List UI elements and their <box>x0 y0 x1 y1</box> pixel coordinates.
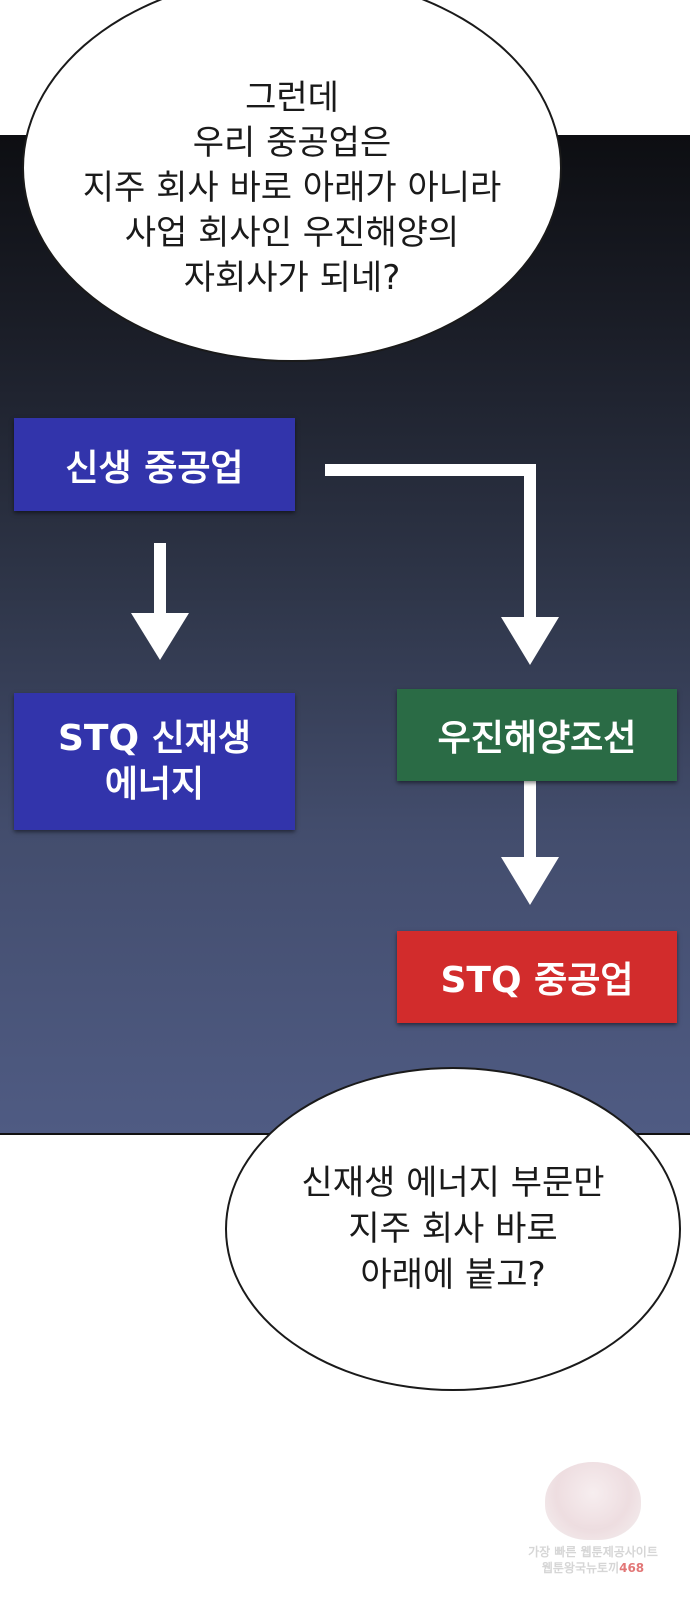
speech-line: 우리 중공업은 <box>192 122 392 163</box>
box-woojin-shipbuilding: 우진해양조선 <box>397 689 677 781</box>
speech-line: 사업 회사인 우진해양의 <box>124 212 460 253</box>
speech-line: 지주 회사 바로 <box>348 1209 558 1249</box>
box-energy-label-line2: 에너지 <box>104 763 205 805</box>
mascot-logo <box>545 1462 641 1540</box>
box-stq-label: STQ 중공업 <box>440 960 634 1001</box>
watermark-tagline: 가장 빠른 웹툰제공사이트 <box>528 1545 658 1559</box>
speech-bubble-top: 그런데 우리 중공업은 지주 회사 바로 아래가 아니라 사업 회사인 우진해양… <box>22 0 562 362</box>
box-stq-energy: STQ 신재생 에너지 <box>14 693 295 830</box>
speech-bubble-bottom: 신재생 에너지 부문만 지주 회사 바로 아래에 붙고? <box>225 1067 681 1391</box>
speech-line: 신재생 에너지 부문만 <box>301 1163 605 1203</box>
box-energy-label-line1: STQ 신재생 <box>58 717 251 759</box>
box-stq-heavy-industries: STQ 중공업 <box>397 931 677 1023</box>
speech-line: 아래에 붙고? <box>360 1255 546 1295</box>
box-parent-company: 신생 중공업 <box>14 418 295 511</box>
box-woojin-label: 우진해양조선 <box>437 718 637 759</box>
watermark: 가장 빠른 웹툰제공사이트 웹툰왕국뉴토끼468 <box>523 1462 663 1592</box>
speech-line: 지주 회사 바로 아래가 아니라 <box>82 167 502 208</box>
speech-line: 자회사가 되네? <box>183 257 401 298</box>
box-parent-label: 신생 중공업 <box>65 447 244 489</box>
watermark-site: 웹툰왕국뉴토끼468 <box>541 1561 645 1575</box>
speech-line: 그런데 <box>245 77 339 118</box>
